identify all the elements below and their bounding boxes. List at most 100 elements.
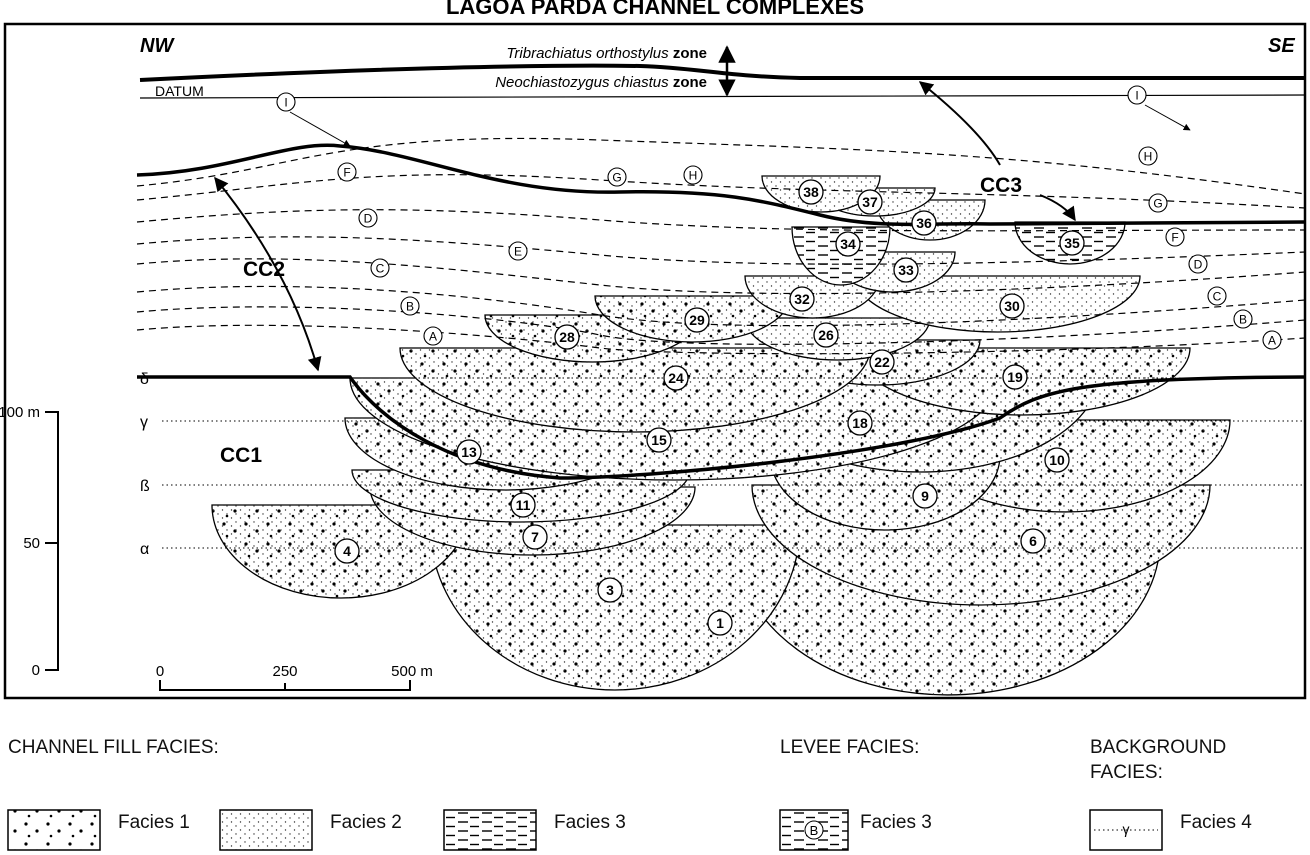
legend-levee-heading: LEVEE FACIES: [780,737,920,758]
channel-7-label-circle [522,524,548,550]
channel-11-label: 11 [516,497,531,513]
channel-13-label: 13 [461,444,477,460]
levee-marker: B [406,300,414,314]
channel-24-facies2 [400,348,870,432]
channel-9-label: 9 [921,488,929,504]
levee-marker: B [1239,313,1247,327]
channel-30-label: 30 [1004,298,1020,314]
channel-34 [791,226,891,286]
zone-lower-suffix: zone [673,74,707,91]
levee-marker-circle [1207,286,1227,306]
levee-marker-circle [1262,330,1282,350]
channel-37-label-circle [857,189,883,215]
levee-marker: F [343,166,350,180]
vertical-scale-label: 50 [23,535,40,552]
channel-3-label: 3 [606,582,614,598]
background-marker: δ [140,371,149,388]
zone-upper: Tribrachiatus orthostylus zone [506,45,707,62]
horizontal-scale-bar [159,680,411,691]
scale-layer: 100 m 50 0 0 250 500 m [0,404,433,691]
horizontal-scale-label: 500 m [391,663,433,680]
levee-horizon-line [136,324,1306,355]
horizontal-scale-label: 250 [272,663,297,680]
channel-7-label: 7 [531,529,539,545]
channel-3-label-circle [597,577,623,603]
levee-marker: F [1171,231,1178,245]
cc1-top-surface [137,375,1306,480]
channel-1-label-circle [707,610,733,636]
datum-label: DATUM [155,83,204,99]
channel-1-label: 1 [716,615,724,631]
levee-marker: G [612,171,621,185]
channel-11-label-circle [510,492,536,518]
vertical-scale-bar [45,411,59,671]
channel-28-label: 28 [559,329,575,345]
levee-marker: D [1194,258,1203,272]
channel-15-label: 15 [651,432,667,448]
legend-facies-4: Facies 4 [1180,812,1252,833]
channel-35-label: 35 [1064,235,1080,251]
channel-34-label: 34 [840,236,856,252]
channel-29-label: 29 [689,312,705,328]
channel-13-label-circle [456,439,482,465]
channel-6-label: 6 [1029,533,1037,549]
channel-4-label-circle [334,538,360,564]
legend-levee-symbol-circle [804,820,824,840]
legend-swatch-facies-2 [219,809,313,851]
channel-36-label-circle [911,210,937,236]
levee-horizon-line [136,285,1306,327]
channel-19-label-circle [1002,364,1028,390]
vertical-scale-label: 0 [32,662,40,679]
channel-34-label-circle [835,231,861,257]
cc3-label: CC3 [980,174,1022,197]
marker-i-pointer [289,111,351,147]
diagram-title: LAGOA PARDA CHANNEL COMPLEXES [446,0,864,19]
legend-facies-1: Facies 1 [118,812,190,833]
channel-35-label-circle [1059,230,1085,256]
levee-marker-circle [1233,309,1253,329]
cc2-arrow [214,176,322,372]
channel-10-label: 10 [1049,452,1065,468]
legend-facies-3: Facies 3 [554,812,626,833]
channel-32-label: 32 [794,291,810,307]
zone-upper-suffix: zone [673,45,707,62]
legend-facies-2: Facies 2 [330,812,402,833]
levee-marker: G [1153,197,1162,211]
zone-upper-species: Tribrachiatus orthostylus [506,45,669,62]
channel-36-label: 36 [916,215,932,231]
legend-swatch-facies-3 [443,809,537,851]
direction-nw: NW [140,35,175,57]
horizontal-scale-label: 0 [156,663,164,680]
levee-marker-circle [358,208,378,228]
levee-marker: E [514,245,522,259]
channel-10-label-circle [1044,447,1070,473]
channel-29-label-circle [684,307,710,333]
cc2-top-surface [136,143,1306,227]
frame [3,22,1307,700]
channel-26-label: 26 [818,327,834,343]
levee-marker-circle [1127,85,1147,105]
background-marker: γ [140,414,148,431]
levee-marker: H [1144,150,1153,164]
channel-33-label-circle [893,257,919,283]
levee-horizon-line [136,137,1306,195]
zone-lower-species: Neochiastozygus chiastus [495,74,669,91]
cc3-arrow-down [1039,194,1076,222]
levee-marker: A [429,330,437,344]
legend-levee-symbol: B [810,823,819,838]
channel-18-label-circle [847,410,873,436]
legend-channel-heading: CHANNEL FILL FACIES: [8,737,219,758]
channel-30-label-circle [999,293,1025,319]
levee-marker-circle [1165,227,1185,247]
channel-9-facies2 [770,455,1000,530]
legend-levee-facies-3: Facies 3 [860,812,932,833]
vertical-scale-label: 100 m [0,404,40,421]
marker-i-pointer [1144,104,1191,131]
channel-22-label: 22 [874,354,890,370]
legend-background-heading-1: BACKGROUND [1090,737,1227,758]
levee-marker: D [364,212,373,226]
levee-marker: H [689,169,698,183]
